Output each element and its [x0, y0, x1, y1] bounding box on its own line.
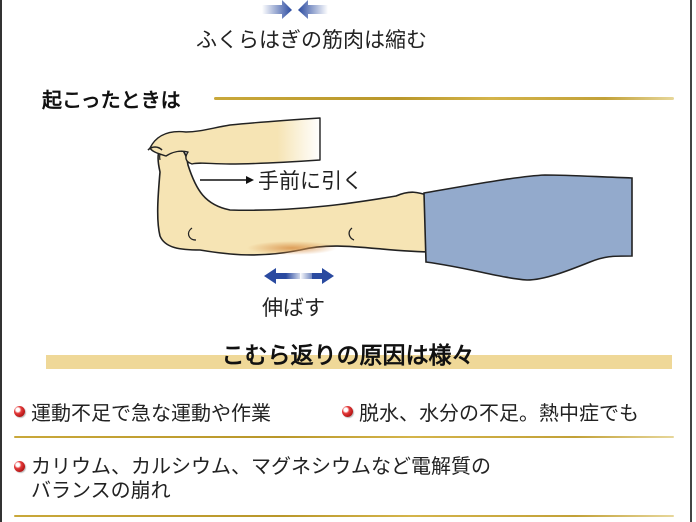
causes-heading: こむら返りの原因は様々 — [221, 343, 475, 369]
cause-item-text-line2: バランスの崩れ — [31, 478, 171, 502]
section-heading-rule — [214, 97, 674, 100]
stretch-arrows-icon — [264, 268, 334, 284]
cause-item: 脱水、水分の不足。熱中症でも — [342, 397, 639, 426]
cause-item-text-line1: カリウム、カルシウム、マグネシウムなど電解質の — [31, 454, 491, 478]
causes-heading-band — [46, 355, 672, 369]
left-frame-border — [0, 0, 2, 522]
cause-item-text: 脱水、水分の不足。熱中症でも — [359, 401, 639, 425]
divider-rule — [14, 436, 674, 438]
cause-item-text: 運動不足で急な運動や作業 — [31, 401, 271, 425]
stretch-label: 伸ばす — [262, 296, 325, 320]
pull-arrow-icon — [200, 176, 254, 184]
red-bullet-icon — [342, 406, 353, 417]
section-heading: 起こったときは — [42, 88, 181, 112]
cause-item: カリウム、カルシウム、マグネシウムなど電解質の バランスの崩れ — [14, 454, 491, 502]
hand-arm-icon — [147, 117, 321, 165]
leg-icon — [156, 145, 435, 256]
divider-rule — [14, 515, 674, 517]
calf-contract-caption: ふくらはぎの筋肉は縮む — [196, 28, 427, 52]
right-frame-border — [690, 0, 692, 522]
shorts-icon — [423, 174, 633, 281]
contract-arrows-icon — [262, 0, 328, 19]
cause-item: 運動不足で急な運動や作業 — [14, 397, 271, 426]
red-bullet-icon — [14, 406, 25, 417]
pull-toward-label: 手前に引く — [258, 169, 363, 193]
red-bullet-icon — [14, 460, 25, 472]
